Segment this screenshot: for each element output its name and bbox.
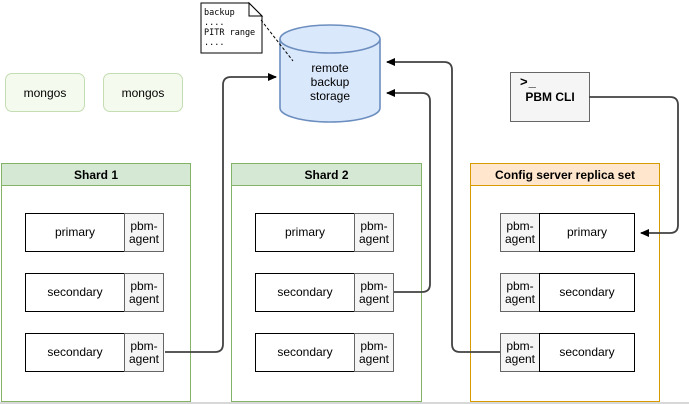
shard2-pbm-agent-2: pbm-agent xyxy=(354,273,394,312)
storage-label-line: storage xyxy=(309,89,351,103)
cluster-title: Shard 1 xyxy=(2,164,190,186)
mongos-node-2: mongos xyxy=(103,73,183,112)
note-line: backup xyxy=(204,8,235,18)
storage-label-line: remote xyxy=(311,61,349,75)
config-pbm-agent-1: pbm-agent xyxy=(500,213,540,252)
pbm-cli-box: >_ PBM CLI xyxy=(510,72,590,122)
shard2-secondary-node-2: secondary xyxy=(255,333,355,372)
backup-note-text: backup .... PITR range .... xyxy=(204,8,260,48)
remote-backup-storage-label: remote backup storage xyxy=(285,61,375,103)
shard1-pbm-agent-1: pbm-agent xyxy=(124,213,164,252)
shard1-secondary-node-2: secondary xyxy=(25,333,125,372)
terminal-prompt-icon: >_ xyxy=(520,74,537,89)
note-line: PITR range xyxy=(204,28,256,38)
config-secondary-node-2: secondary xyxy=(539,333,635,372)
pbm-cli-label: PBM CLI xyxy=(525,90,575,104)
storage-label-line: backup xyxy=(310,75,350,89)
note-dashed-connector xyxy=(260,19,294,62)
shard1-pbm-agent-2: pbm-agent xyxy=(124,273,164,312)
screenshot-bottom-edge xyxy=(0,402,689,404)
config-primary-node: primary xyxy=(539,213,635,252)
shard1-pbm-agent-3: pbm-agent xyxy=(124,333,164,372)
shard2-pbm-agent-3: pbm-agent xyxy=(354,333,394,372)
config-pbm-agent-3: pbm-agent xyxy=(500,333,540,372)
shard2-pbm-agent-1: pbm-agent xyxy=(354,213,394,252)
cluster-title: Shard 2 xyxy=(232,164,421,186)
note-line: .... xyxy=(204,18,225,28)
mongos-node-1: mongos xyxy=(5,73,85,112)
shard2-secondary-node-1: secondary xyxy=(255,273,355,312)
note-line: .... xyxy=(204,38,225,48)
mongos-label: mongos xyxy=(121,85,165,100)
cluster-title: Config server replica set xyxy=(471,164,659,186)
shard1-primary-node: primary xyxy=(25,213,125,252)
shard1-secondary-node-1: secondary xyxy=(25,273,125,312)
shard2-primary-node: primary xyxy=(255,213,355,252)
mongos-label: mongos xyxy=(23,85,67,100)
config-pbm-agent-2: pbm-agent xyxy=(500,273,540,312)
config-secondary-node-1: secondary xyxy=(539,273,635,312)
